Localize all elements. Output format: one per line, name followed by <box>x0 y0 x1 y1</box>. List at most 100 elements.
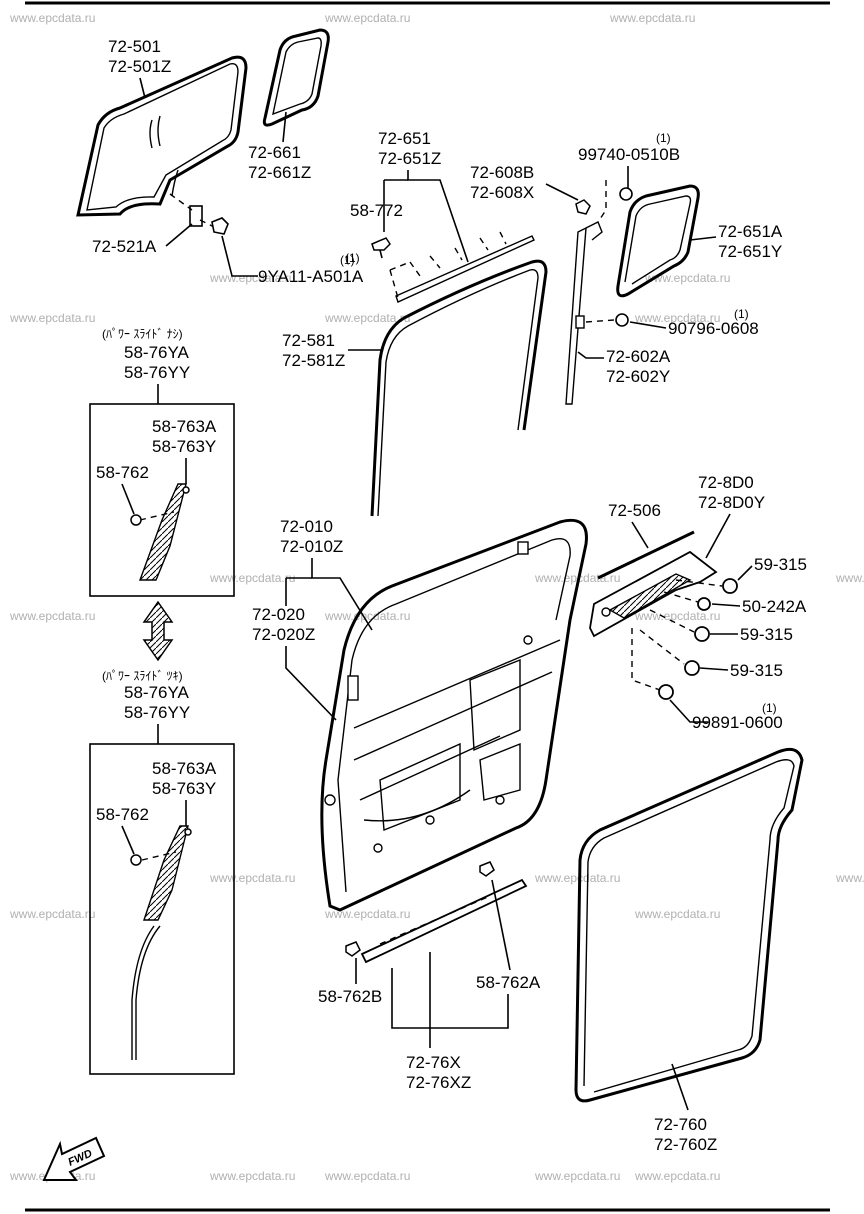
watermark: www.epcdata.ru <box>835 871 864 885</box>
watermark: www.epcdata.ru <box>9 907 95 921</box>
note-no-power-slide: (ﾊﾟﾜｰ ｽﾗｲﾄﾞ ﾅｼ) <box>102 327 183 341</box>
door-weatherstrip[interactable] <box>574 747 804 1103</box>
screw-90796[interactable] <box>615 313 629 327</box>
watermark: www.epcdata.ru <box>644 271 730 285</box>
watermark: www.epcdata.ru <box>634 1169 720 1183</box>
door-panel[interactable] <box>320 518 588 912</box>
label-58-772: 58-772 <box>350 201 403 220</box>
label-58-762: 58-762 <box>96 463 149 482</box>
glass-holder[interactable] <box>169 193 229 235</box>
label-qty: (1) <box>734 307 749 321</box>
label-72-760z: 72-760Z <box>654 1135 717 1154</box>
note-with-power-slide: (ﾊﾟﾜｰ ｽﾗｲﾄﾞ ﾂｷ) <box>102 669 183 683</box>
label-90796-0608: 90796-0608 <box>668 319 759 338</box>
watermark: www.epcdata.ru <box>534 1169 620 1183</box>
label-59-315: 59-315 <box>754 555 807 574</box>
watermark: www.epcdata.ru <box>9 311 95 325</box>
label-72-8d0y: 72-8D0Y <box>698 493 765 512</box>
label-58-763a: 58-763A <box>152 417 217 436</box>
label-58-763a: 58-763A <box>152 759 217 778</box>
watermark: www.epcdata.ru <box>209 271 295 285</box>
label-58-762: 58-762 <box>96 805 149 824</box>
label-58-76yy: 58-76YY <box>124 703 190 722</box>
label-99740-0510b: 99740-0510B <box>578 145 680 164</box>
label-qty: (1) <box>656 131 671 145</box>
label-58-76ya: 58-76YA <box>124 343 190 362</box>
label-72-661z: 72-661Z <box>248 163 311 182</box>
belt-molding[interactable] <box>389 231 535 303</box>
label-72-76xz: 72-76XZ <box>406 1073 471 1092</box>
label-qty: (1) <box>345 251 360 265</box>
bolt-99891[interactable] <box>658 684 674 700</box>
nut-59-315-c[interactable] <box>684 660 700 676</box>
label-72-602y: 72-602Y <box>606 367 670 386</box>
watermark: www.epcdata.ru <box>534 871 620 885</box>
nut-50-242a[interactable] <box>697 597 711 611</box>
clip-58-772[interactable] <box>371 237 391 259</box>
glass-run-channel[interactable] <box>370 259 548 517</box>
label-72-010: 72-010 <box>280 517 333 536</box>
label-72-76x: 72-76X <box>406 1053 461 1072</box>
watermark: www.epcdata.ru <box>9 609 95 623</box>
watermark: www.epcdata.ru <box>324 907 410 921</box>
watermark: www.epcdata.ru <box>324 1169 410 1183</box>
label-58-762a: 58-762A <box>476 973 541 992</box>
clip-58-762a[interactable] <box>479 861 495 877</box>
label-72-651a: 72-651A <box>718 222 783 241</box>
fwd-arrow-icon: FWD <box>42 1136 106 1181</box>
label-72-020z: 72-020Z <box>252 625 315 644</box>
nut-59-315-b[interactable] <box>694 626 710 642</box>
division-channel[interactable] <box>565 221 603 405</box>
label-72-651: 72-651 <box>378 129 431 148</box>
watermark: www.epcdata.ru <box>209 871 295 885</box>
label-99891-0600: 99891-0600 <box>692 713 783 732</box>
watermark: www.epcdata.ru <box>634 609 720 623</box>
watermark: www.epcdata.ru <box>534 571 620 585</box>
watermark: www.epcdata.ru <box>209 571 295 585</box>
watermark: www.epcdata.ru <box>324 11 410 25</box>
window-molding[interactable] <box>597 530 695 580</box>
door-glass[interactable] <box>76 55 248 217</box>
label-72-651y: 72-651Y <box>718 242 782 261</box>
nut-59-315-a[interactable] <box>722 578 738 594</box>
watermark: www.epcdata.ru <box>209 1169 295 1183</box>
watermarks: www.epcdata.ru www.epcdata.ru www.epcdat… <box>9 11 864 1183</box>
label-59-315: 59-315 <box>740 625 793 644</box>
label-qty: (1) <box>762 701 777 715</box>
label-72-8d0: 72-8D0 <box>698 473 754 492</box>
label-72-608x: 72-608X <box>470 183 534 202</box>
label-9ya11-a501a: 9YA11-A501A <box>258 267 364 286</box>
label-50-242a: 50-242A <box>742 597 807 616</box>
label-72-521a: 72-521A <box>92 237 157 256</box>
double-arrow-icon <box>142 600 174 662</box>
watermark: www.epcdata.ru <box>634 311 720 325</box>
watermark: www.epcdata.ru <box>634 907 720 921</box>
label-72-760: 72-760 <box>654 1115 707 1134</box>
label-qty: (1) <box>340 253 355 267</box>
label-58-76yy: 58-76YY <box>124 363 190 382</box>
label-72-608b: 72-608B <box>470 163 534 182</box>
screw-99740[interactable] <box>619 187 633 201</box>
detail-box-with-power-slide <box>89 743 235 1075</box>
clip-58-762b[interactable] <box>345 941 361 957</box>
label-72-506: 72-506 <box>608 501 661 520</box>
clip-72-608b[interactable] <box>575 199 591 215</box>
label-72-602a: 72-602A <box>606 347 671 366</box>
label-72-020: 72-020 <box>252 605 305 624</box>
label-72-010z: 72-010Z <box>280 537 343 556</box>
watermark: www.epcdata.ru <box>9 11 95 25</box>
label-72-581z: 72-581Z <box>282 351 345 370</box>
quarter-glass[interactable] <box>262 28 330 127</box>
label-72-661: 72-661 <box>248 143 301 162</box>
label-72-651z: 72-651Z <box>378 149 441 168</box>
hinge-bracket[interactable] <box>589 550 718 638</box>
label-59-315: 59-315 <box>730 661 783 680</box>
lower-garnish[interactable] <box>360 878 528 964</box>
detail-box-no-power-slide <box>89 403 235 597</box>
label-72-501z: 72-501Z <box>108 57 171 76</box>
label-58-763y: 58-763Y <box>152 437 216 456</box>
quarter-weatherstrip[interactable] <box>616 184 700 298</box>
label-72-501: 72-501 <box>108 37 161 56</box>
